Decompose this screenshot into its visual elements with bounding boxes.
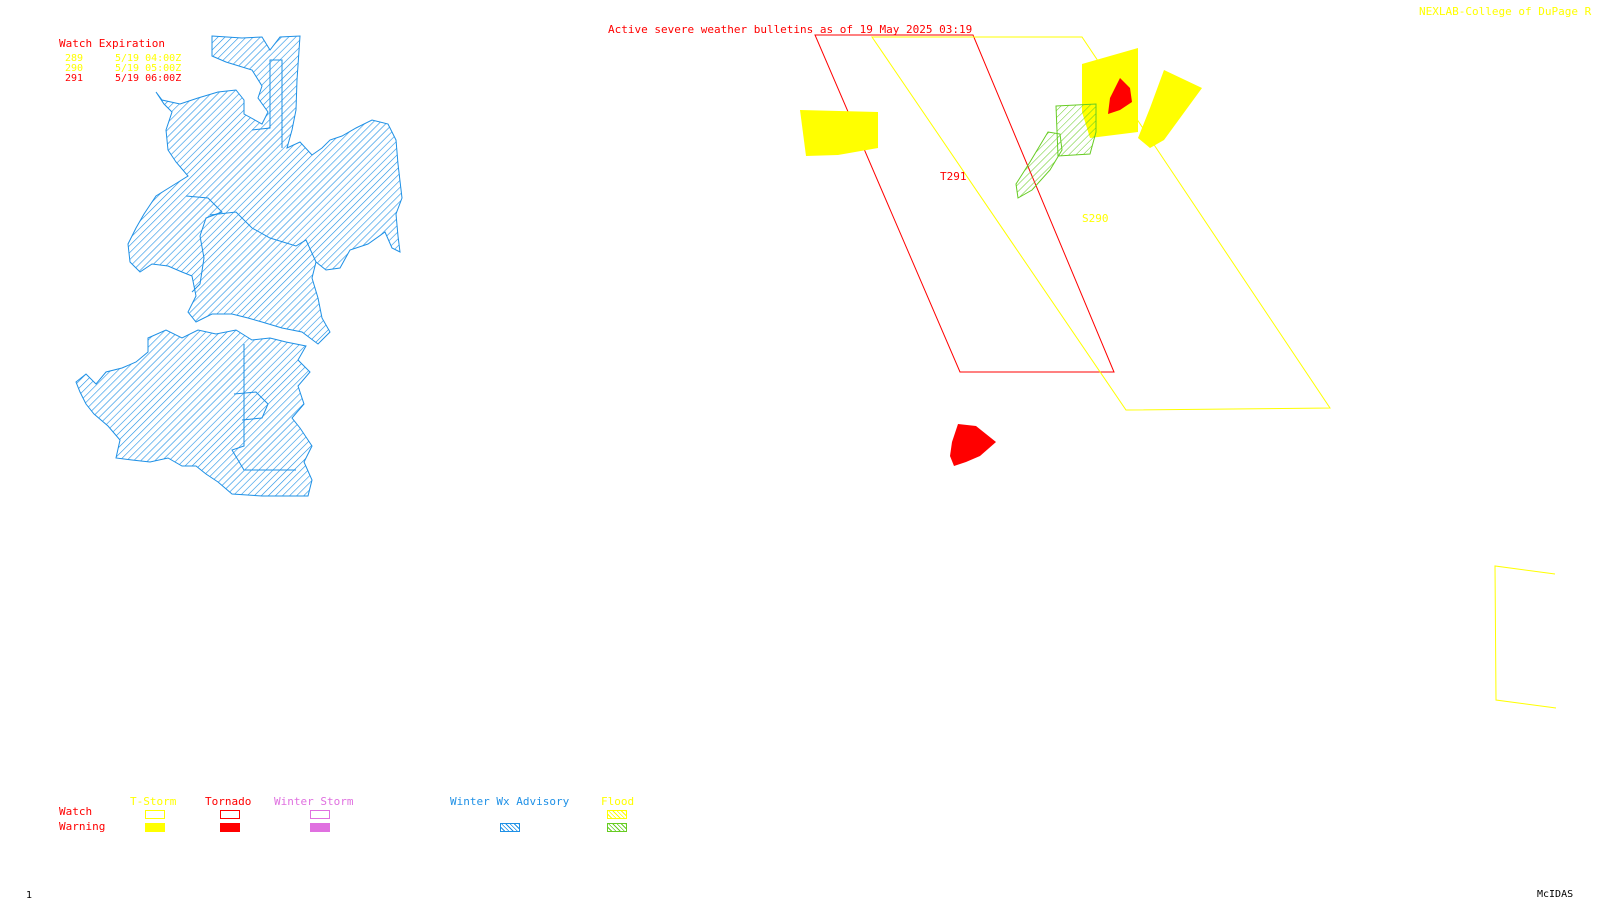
legend-winter-storm-watch-swatch [310, 810, 330, 819]
tstorm-watch-partial-outline[interactable] [1494, 565, 1557, 709]
flood-warning-south[interactable] [1015, 131, 1063, 199]
winter-advisory-boundary [251, 59, 283, 148]
tornado-watch-291-outline[interactable] [814, 34, 1115, 373]
watch-expiration-heading: Watch Expiration [59, 37, 165, 50]
legend-watch-row-label: Watch [59, 805, 93, 818]
legend-tornado-watch-swatch [220, 810, 240, 819]
watch-expiration-time: 5/19 05:00Z [115, 63, 182, 74]
legend-tstorm-watch-swatch [145, 810, 165, 819]
tstorm-watch-290-outline[interactable] [871, 36, 1331, 411]
watch-expiration-id: 291 [65, 73, 84, 84]
legend-flood-watch-swatch [607, 810, 627, 819]
legend-flood-label: Flood [601, 795, 635, 808]
legend-winter-storm-warning-swatch [310, 823, 330, 832]
tstorm-warning-west[interactable] [800, 110, 878, 156]
watch-expiration-time: 5/19 04:00Z [115, 53, 182, 64]
credit-label: NEXLAB-College of DuPage R [1419, 5, 1592, 18]
software-label: McIDAS [1537, 889, 1574, 900]
tornado-warning-north[interactable] [1108, 78, 1132, 114]
watch-label-t291: T291 [940, 170, 967, 183]
winter-advisory-boundary [233, 391, 269, 421]
legend-winter-storm-label: Winter Storm [274, 795, 354, 808]
watch-label-s290: S290 [1082, 212, 1109, 225]
winter-advisory-boundary [185, 195, 223, 293]
frame-number: 1 [26, 890, 33, 901]
watch-expiration-id: 289 [65, 53, 84, 64]
legend-flood-warning-swatch [607, 823, 627, 832]
winter-advisory-boundary [209, 211, 317, 263]
legend-winter-advisory-swatch [500, 823, 520, 832]
winter-advisory-area [75, 35, 403, 497]
watch-expiration-id: 290 [65, 63, 84, 74]
legend-warning-row-label: Warning [59, 820, 106, 833]
winter-advisory-boundary [231, 344, 296, 471]
page-title: Active severe weather bulletins as of 19… [608, 23, 973, 36]
tstorm-warning-east[interactable] [1138, 70, 1202, 148]
winter-advisory-south [75, 329, 313, 497]
winter-advisory-north [127, 35, 403, 345]
watch-expiration-time: 5/19 06:00Z [115, 73, 182, 84]
legend-winter-advisory-label: Winter Wx Advisory [450, 795, 570, 808]
legend-tstorm-label: T-Storm [130, 795, 177, 808]
legend-tornado-warning-swatch [220, 823, 240, 832]
tornado-warning-south[interactable] [950, 424, 996, 466]
legend-tornado-label: Tornado [205, 795, 252, 808]
legend-tstorm-warning-swatch [145, 823, 165, 832]
